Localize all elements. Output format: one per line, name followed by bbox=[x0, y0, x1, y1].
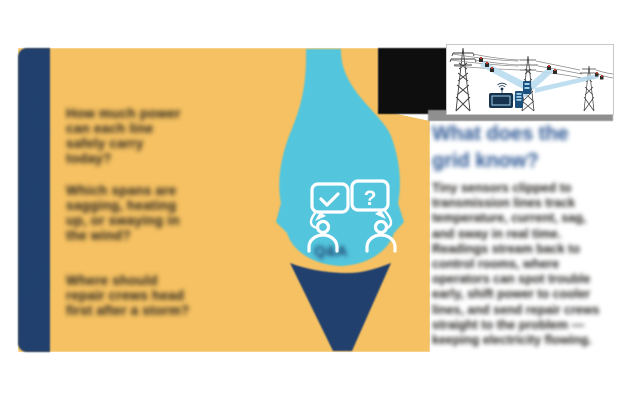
connector-line-left bbox=[309, 211, 319, 230]
person-left-icon bbox=[315, 219, 331, 235]
speech-bubble-check-icon bbox=[310, 182, 350, 214]
top-right-black-panel bbox=[378, 48, 448, 114]
number-badge-1: 1 bbox=[22, 93, 48, 145]
person-right-icon bbox=[373, 219, 389, 235]
question-text-1: How much power can each line safely carr… bbox=[66, 106, 181, 166]
number-badge-2: 2 bbox=[22, 171, 48, 223]
question-text-3: Where should repair crews head first aft… bbox=[66, 273, 190, 318]
answer-body-text: Tiny sensors clipped to transmission lin… bbox=[432, 181, 600, 348]
ground-strip bbox=[428, 110, 613, 121]
connector-line-right bbox=[383, 209, 393, 230]
transmission-towers-image bbox=[449, 47, 614, 112]
receiver-device-icon bbox=[523, 81, 531, 94]
person-right-shoulders bbox=[365, 233, 397, 253]
teal-droplet-shape bbox=[276, 49, 404, 266]
navy-funnel-shape bbox=[290, 263, 391, 351]
funnel-label: Q&A bbox=[314, 243, 348, 260]
bubble-tail-left bbox=[315, 212, 326, 221]
question-text-2: Which spans are sagging, heating up, or … bbox=[66, 183, 180, 243]
question-mark-glyph: ? bbox=[364, 187, 377, 210]
person-left-shoulders bbox=[307, 233, 339, 253]
speech-bubble-question-icon bbox=[350, 179, 390, 212]
check-mark-icon bbox=[319, 192, 340, 207]
answer-heading: What does the grid know? bbox=[432, 123, 569, 172]
line-sensor-icons bbox=[479, 57, 604, 80]
left-navy-bar bbox=[18, 48, 50, 352]
number-badge-3: 3 bbox=[22, 253, 48, 305]
lattice-tower-left-icon bbox=[449, 47, 477, 112]
bubble-tail-right bbox=[375, 210, 386, 219]
transmission-line-sensors-illustration bbox=[446, 44, 614, 115]
laptop-icon bbox=[489, 82, 523, 108]
